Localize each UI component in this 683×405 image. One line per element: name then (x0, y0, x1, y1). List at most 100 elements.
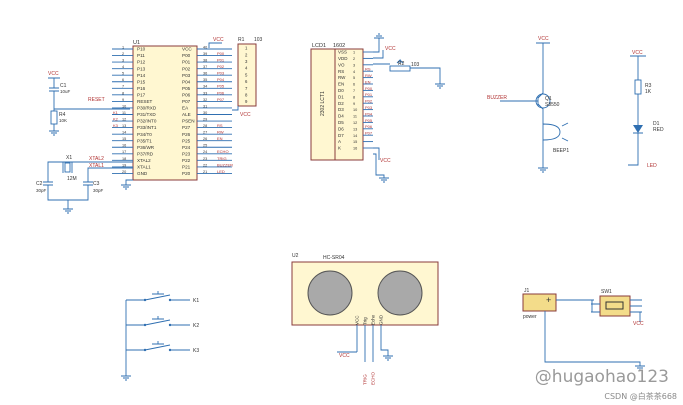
power-label: power (523, 314, 537, 320)
mcu-pin-left-label: P12 (137, 60, 146, 65)
mcu-pin-left-num: 19 (122, 163, 126, 167)
mcu-pin-left-label: P14 (137, 73, 146, 78)
mcu-pin-left-num: 20 (122, 170, 126, 174)
mcu-pin-right-num: 37 (203, 65, 207, 69)
pullup-pin-num: 2 (245, 52, 248, 57)
lcd-pin-num: 7 (353, 89, 355, 93)
lcd-pin-num: 11 (353, 115, 357, 119)
mcu-pin-right-net: RS (217, 123, 223, 128)
mcu-pin-left-label: P17 (137, 92, 146, 97)
power-plus: + (546, 295, 551, 305)
mcu-pin-left-label: P33/INT1 (137, 125, 157, 130)
pot-ref: R2 (398, 61, 405, 67)
mcu-pin-right-net: P05 (217, 84, 225, 89)
xtal1-net-label: XTAL1 (89, 163, 104, 169)
mcu-pin-right-label: VCC (182, 47, 192, 52)
mcu-pin-left-label: P10 (137, 47, 146, 52)
mcu-pin-left-num: 3 (122, 59, 124, 63)
mcu-pin-right-label: P23 (182, 151, 191, 156)
mcu-pin-right-label: P21 (182, 165, 191, 170)
us-part: HC-SR04 (323, 255, 345, 261)
pullup-pin-num: 9 (245, 99, 248, 104)
mcu-pin-left-net: K3 (113, 123, 119, 128)
mcu-pin-left-num: 4 (122, 65, 124, 69)
buzzer-vcc-wire (536, 42, 550, 88)
mcu-pin-right-net: BUZZER (217, 162, 233, 167)
key-label: K3 (193, 348, 199, 354)
mcu-pin-right-net: P04 (217, 77, 225, 82)
crystal-plates (62, 162, 73, 173)
led-circuit: VCC R3 1K D1 RED LED (628, 50, 664, 169)
mcu-pin-left-label: P37/RD (137, 151, 154, 156)
mcu-ground (121, 179, 133, 190)
lcd-ref: LCD1 (312, 43, 326, 49)
lcd-pin-label: D0 (338, 88, 344, 93)
mcu-pin-right-num: 29 (203, 117, 207, 121)
lcd-pin-num: 5 (353, 76, 355, 80)
reset-cap-plates (49, 87, 59, 92)
csdn-credit: CSDN @白茶茶668 (604, 392, 677, 401)
lcd-pin-num: 13 (353, 127, 357, 131)
key-contact-dot (168, 323, 172, 327)
lcd-vdd-wire (373, 50, 384, 59)
mcu-pin-right-num: 31 (203, 104, 207, 108)
mcu-pin-right-net: ECHO (217, 149, 229, 154)
power-circuit: J1 + power SW1 VCC (522, 288, 645, 371)
mcu-pin-right-num: 23 (203, 157, 207, 161)
mcu-pin-right-num: 34 (203, 85, 207, 89)
lcd-pin-num: 9 (353, 102, 355, 106)
lcd-pin-label: D1 (338, 94, 344, 99)
mcu-pin-left-label: P35/T1 (137, 138, 152, 143)
us-transducer-left (307, 270, 353, 316)
reset-net-label: RESET (88, 97, 105, 103)
mcu-pin-right-label: P22 (182, 158, 191, 163)
reset-resistor (50, 110, 58, 125)
mcu-pin-right-num: 27 (203, 131, 207, 135)
led-net-label: LED (647, 163, 657, 169)
led-vcc-label: VCC (632, 50, 643, 56)
mcu-pin-right-num: 25 (203, 144, 207, 148)
reset-circuit: VCC C1 10uF R4 10K RESET (48, 71, 130, 136)
crystal-value: 12M (67, 176, 77, 182)
pullup-pin-num: 8 (245, 93, 248, 98)
crystal-ground-wire (47, 185, 89, 209)
mcu-pin-left-label: P34/T0 (137, 132, 152, 137)
mcu-pin-left-label: P13 (137, 66, 146, 71)
mcu-pin-right-net: P01 (217, 58, 225, 63)
mcu-pin-left-label: GND (137, 171, 148, 176)
power-vcc-label: VCC (633, 321, 644, 327)
buzzer-wires (538, 120, 548, 173)
us-vcc-label: VCC (339, 353, 350, 359)
lcd-pin-label: D5 (338, 120, 344, 125)
lcd-pin-label: D2 (338, 101, 344, 106)
mcu-pin-left-net: K2 (113, 116, 119, 121)
mcu-pin-right-num: 38 (203, 59, 207, 63)
mcu-pin-left-net: K1 (113, 110, 119, 115)
lcd-vss-ground (373, 33, 384, 53)
mcu-pin-right-label: P04 (182, 79, 191, 84)
led-value: RED (653, 127, 664, 133)
lcd-pin-num: 16 (353, 147, 357, 151)
key-contact-dot (168, 298, 172, 302)
key-label: K1 (193, 298, 199, 304)
buzzer-circuit: VCC Q1 S8550 BUZZER BEEP1 (487, 36, 569, 173)
mcu-pin-right-num: 33 (203, 91, 207, 95)
mcu-pin-left-num: 1 (122, 45, 124, 49)
mcu-pin-right-label: P06 (182, 92, 191, 97)
us-signal-net: ECHO (371, 371, 376, 385)
us-signal-net: TRIG (363, 374, 368, 385)
pullup-common-wire (232, 106, 239, 111)
mcu-pin-right-label: P07 (182, 99, 191, 104)
power-ground (544, 311, 645, 371)
mcu-pin-left-num: 11 (122, 111, 126, 115)
mcu-pin-right-label: P02 (182, 66, 191, 71)
switch-slider (605, 301, 624, 310)
mcu-pin-right-label: EA (182, 106, 189, 111)
mcu-pin-left-num: 8 (122, 91, 124, 95)
lcd-pin-label: D4 (338, 114, 344, 119)
mcu-pin-left-label: P31/TXD (137, 112, 156, 117)
us-transducer-right (377, 270, 423, 316)
